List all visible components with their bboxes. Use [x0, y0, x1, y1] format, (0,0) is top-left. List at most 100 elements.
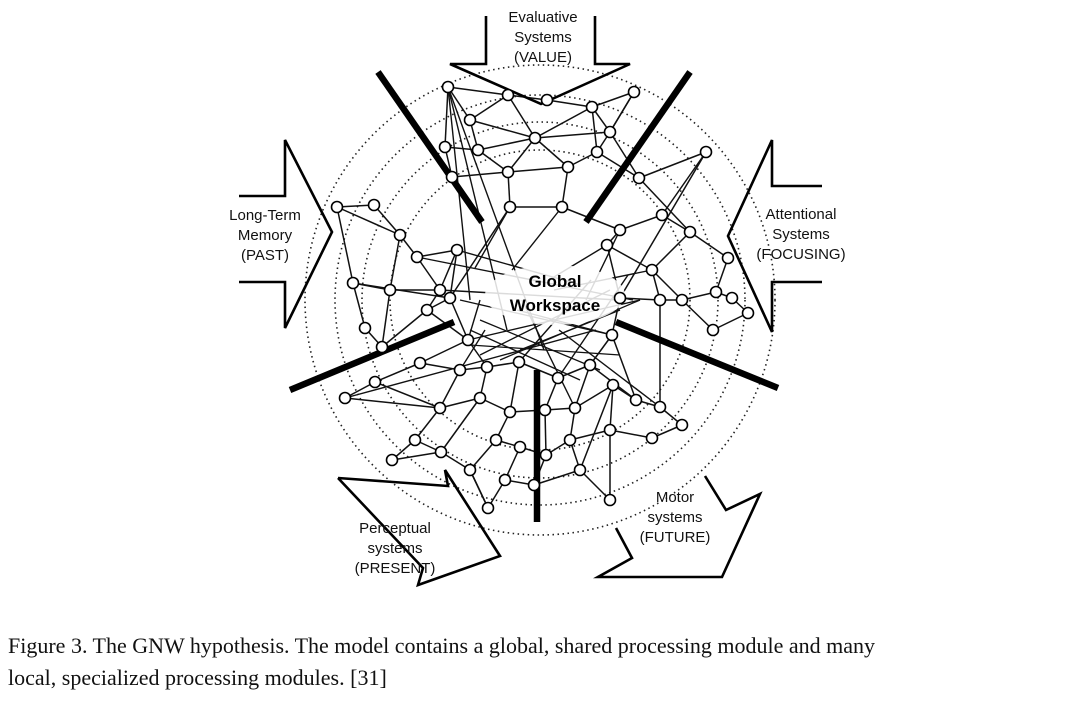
network-node: [709, 285, 723, 299]
network-node: [603, 125, 617, 139]
network-node: [368, 375, 382, 389]
network-node: [600, 238, 614, 252]
sector-separator: [583, 70, 693, 224]
network-node: [420, 303, 434, 317]
network-node: [408, 433, 422, 447]
network-node: [489, 433, 503, 447]
network-node: [645, 263, 659, 277]
network-edge: [447, 86, 471, 121]
network-node: [383, 283, 397, 297]
network-edge: [507, 137, 536, 173]
network-node: [367, 198, 381, 212]
workspace-connection: [474, 206, 511, 269]
network-edge: [440, 397, 481, 453]
network-node: [539, 448, 553, 462]
network-node: [590, 145, 604, 159]
network-node: [632, 171, 646, 185]
network-edge: [651, 231, 691, 271]
network-node: [503, 405, 517, 419]
network-edge: [449, 297, 469, 341]
network-edge: [389, 234, 401, 291]
network-edge: [579, 469, 611, 501]
workspace-connection: [558, 329, 661, 408]
network-edge: [352, 282, 451, 299]
network-node: [338, 391, 352, 405]
network-node: [551, 371, 565, 385]
network-edge: [469, 439, 497, 471]
network-node: [443, 291, 457, 305]
network-node: [410, 250, 424, 264]
network-edge: [681, 299, 714, 331]
sector-separator: [288, 318, 456, 394]
network-node: [655, 208, 669, 222]
network-node: [675, 293, 689, 307]
network-node: [606, 378, 620, 392]
network-edge: [336, 206, 401, 236]
network-node: [527, 478, 541, 492]
network-node: [563, 433, 577, 447]
network-edge: [336, 206, 354, 284]
network-node: [725, 291, 739, 305]
network-edge: [507, 166, 569, 173]
network-node: [568, 401, 582, 415]
network-node: [358, 321, 372, 335]
workspace-connection: [469, 329, 581, 381]
network-node: [513, 440, 527, 454]
network-edge: [507, 94, 536, 139]
network-edge: [591, 91, 635, 108]
network-node: [385, 453, 399, 467]
network-node: [583, 358, 597, 372]
network-node: [627, 85, 641, 99]
network-node: [512, 355, 526, 369]
network-node: [434, 445, 448, 459]
network-node: [613, 223, 627, 237]
network-edge: [534, 137, 569, 168]
workspace-connection: [467, 299, 481, 341]
network-node: [393, 228, 407, 242]
network-edge: [661, 151, 707, 216]
network-edge: [606, 244, 653, 271]
network-node: [481, 501, 495, 515]
network-edge: [651, 269, 683, 301]
network-edge: [469, 94, 509, 121]
network-node: [450, 243, 464, 257]
network-edge: [596, 151, 640, 179]
network-node: [573, 463, 587, 477]
attentional-arrow: [726, 139, 822, 333]
network-edge: [561, 166, 569, 208]
network-edge: [419, 339, 469, 364]
network-edge: [344, 397, 441, 409]
network-node: [433, 401, 447, 415]
network-node: [463, 113, 477, 127]
network-edge: [638, 151, 707, 179]
network-edge: [373, 204, 401, 236]
network-node: [603, 423, 617, 437]
network-node: [721, 251, 735, 265]
network-node: [433, 283, 447, 297]
network-edge: [611, 334, 637, 401]
network-edge: [534, 131, 611, 139]
module-arrows: [239, 16, 822, 588]
ring-3: [361, 121, 719, 479]
network-node: [461, 333, 475, 347]
network-edge: [689, 231, 729, 259]
network-edge: [416, 256, 441, 291]
workspace-connection: [511, 206, 563, 271]
workspace-connection: [344, 329, 597, 399]
network-edge: [449, 206, 511, 299]
network-nodes: [330, 80, 755, 515]
network-edge: [391, 451, 442, 461]
network-node: [503, 200, 517, 214]
network-edge: [477, 137, 536, 151]
network-node: [463, 463, 477, 477]
network-node: [603, 493, 617, 507]
network-edge: [469, 469, 489, 509]
network-node: [653, 400, 667, 414]
network-node: [675, 418, 689, 432]
network-edge: [533, 469, 581, 486]
network-node: [561, 160, 575, 174]
